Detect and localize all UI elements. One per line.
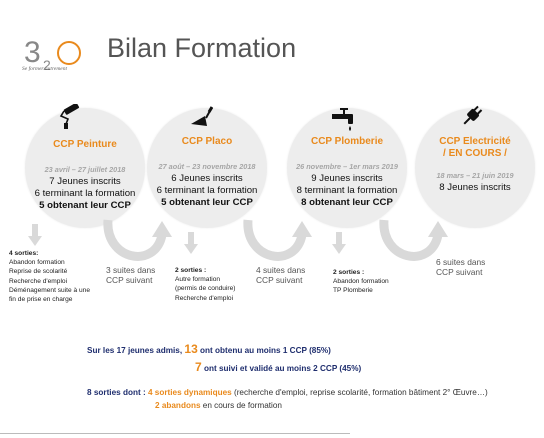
suites-label: 3 suites dans CCP suivant — [106, 265, 155, 285]
exit-title: 2 sorties : — [333, 269, 365, 276]
training-line: 9 Jeunes inscrits — [311, 173, 383, 184]
training-name: CCP Electricité — [439, 136, 511, 147]
training-circle-placo — [147, 108, 267, 228]
summary-line-2: 7 ont suivi et validé au moins 2 CCP (45… — [195, 360, 361, 374]
suites-label: 6 suites dans CCP suivant — [436, 257, 485, 277]
exit-item: Déménagement suite à une — [9, 286, 91, 294]
training-circle-electricite — [415, 108, 535, 228]
training-line: 5 obtenant leur CCP — [39, 200, 131, 211]
training-name: CCP Peinture — [53, 139, 117, 150]
page-title: Bilan Formation — [107, 33, 297, 63]
down-arrow-icon — [28, 224, 42, 246]
summary-text: (recherche d'emploi, reprise scolarité, … — [233, 388, 488, 397]
training-name: CCP Plomberie — [310, 136, 384, 147]
curved-arrow-icon — [379, 219, 448, 261]
training-line: 8 terminant la formation — [296, 185, 398, 196]
suites-line: 4 suites dans — [256, 265, 306, 275]
summary-text: ont obtenu au moins 1 CCP (85%) — [200, 346, 331, 355]
down-arrow-icon — [332, 232, 346, 254]
svg-text:3: 3 — [24, 36, 41, 69]
divider — [0, 433, 350, 434]
training-line: 6 terminant la formation — [156, 185, 258, 196]
exit-item: Reprise de scolarité — [9, 268, 68, 276]
curved-arrow-icon — [243, 219, 312, 261]
suites-line: CCP suivant — [256, 275, 303, 285]
training-line: 8 Jeunes inscrits — [439, 182, 511, 193]
exit-item: (permis de conduire) — [175, 285, 236, 293]
suites-line: CCP suivant — [436, 267, 483, 277]
exit-item: Autre formation — [175, 276, 221, 284]
training-line: 6 Jeunes inscrits — [171, 173, 243, 184]
exit-item: fin de prise en charge — [9, 296, 73, 304]
exit-item: TP Plomberie — [333, 287, 373, 295]
suites-line: 6 suites dans — [436, 257, 486, 267]
plug-icon — [463, 105, 483, 125]
summary-number: 13 — [184, 342, 198, 356]
training-line: 8 obtenant leur CCP — [301, 197, 393, 208]
suites-line: 3 suites dans — [106, 265, 156, 275]
summary-text: Sur les 17 jeunes admis, — [87, 346, 183, 355]
training-line: 6 terminant la formation — [34, 188, 136, 199]
training-circle-peinture — [25, 108, 145, 228]
exit-details: 4 sorties: Abandon formation Reprise de … — [9, 249, 90, 304]
summary-number: 7 — [195, 360, 202, 374]
training-status: / EN COURS / — [443, 148, 507, 159]
logo: 3 2 — [24, 36, 81, 73]
faucet-icon — [332, 108, 353, 131]
exit-details: 2 sorties : Autre formation (permis de c… — [175, 266, 235, 303]
exit-title: 4 sorties: — [9, 250, 39, 257]
training-name: CCP Placo — [181, 136, 233, 147]
summary-line-3: 8 sorties dont : 4 sorties dynamiques (r… — [87, 388, 488, 397]
training-circle-plomberie — [287, 108, 407, 228]
summary-text: 8 sorties dont : — [87, 388, 146, 397]
exit-item: Recherche d'emploi — [9, 277, 68, 285]
summary-text: en cours de formation — [202, 401, 282, 410]
training-dates: 27 août – 23 novembre 2018 — [158, 162, 256, 171]
exit-item: Recherche d'emploi — [175, 294, 234, 302]
exit-item: Abandon formation — [333, 278, 389, 286]
svg-text:2: 2 — [43, 57, 51, 73]
training-line: 5 obtenant leur CCP — [161, 197, 253, 208]
curved-arrow-icon — [103, 219, 172, 261]
training-dates: 23 avril – 27 juillet 2018 — [44, 165, 126, 174]
down-arrow-icon — [184, 232, 198, 254]
trowel-icon — [191, 106, 213, 126]
exit-details: 2 sorties : Abandon formation TP Plomber… — [333, 268, 389, 296]
summary-line-4: 2 abandons en cours de formation — [155, 401, 282, 410]
training-dates: 26 novembre – 1er mars 2019 — [296, 162, 398, 171]
paint-roller-icon — [59, 104, 80, 129]
training-line: 7 Jeunes inscrits — [49, 176, 121, 187]
training-dates: 18 mars – 21 juin 2019 — [436, 171, 514, 180]
suites-label: 4 suites dans CCP suivant — [256, 265, 305, 285]
exit-title: 2 sorties : — [175, 267, 207, 274]
summary-text: ont suivi et validé au moins 2 CCP (45%) — [203, 364, 362, 373]
exit-item: Abandon formation — [9, 259, 65, 267]
summary-highlight: 2 abandons — [155, 401, 201, 410]
summary-highlight: 4 sorties dynamiques — [147, 388, 232, 397]
summary-line-1: Sur les 17 jeunes admis, 13 ont obtenu a… — [87, 342, 331, 356]
suites-line: CCP suivant — [106, 275, 153, 285]
logo-tagline: Se former autrement — [22, 66, 68, 72]
